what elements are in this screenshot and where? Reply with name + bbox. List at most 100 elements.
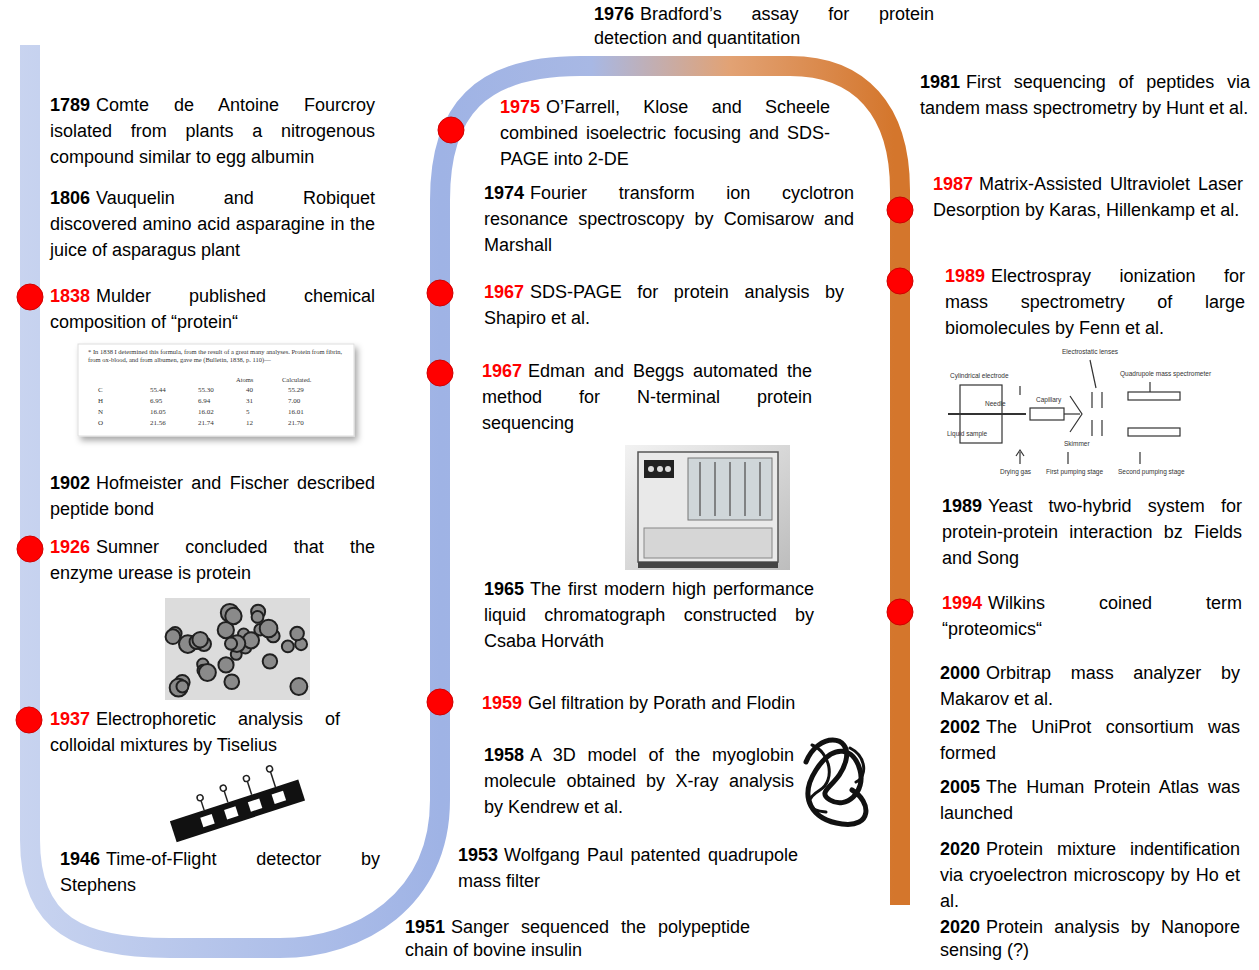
timeline-entry: 2000Orbitrap mass analyzer by Makarov et… [940,660,1240,712]
year-label: 2020 [940,839,980,859]
timeline-entry: 1967Edman and Beggs automated the method… [482,358,812,436]
year-label: 1965 [484,579,524,599]
timeline-entry: 1965The first modern high performance li… [484,576,814,654]
timeline-entry: 1951Sanger sequenced the polypeptide cha… [405,916,750,962]
cell-circle [225,638,237,650]
cell-circle [170,679,188,697]
part-label: Capillary [1036,396,1061,404]
event-text: Mulder published chemical composition of… [50,286,375,332]
event-text: A 3D model of the myoglobin molecule obt… [484,745,794,817]
part-label: Cylindrical electrode [950,372,1009,380]
milestone-dots [16,117,913,733]
event-text: Fourier transform ion cyclotron resonanc… [484,183,854,255]
table-text: 21.56 [150,419,166,427]
table-text: Atoms [236,376,253,384]
year-label: 2020 [940,917,980,937]
event-text: Matrix-Assisted Ultraviolet Laser Desorp… [933,174,1243,220]
timeline-entry: 1987Matrix-Assisted Ultraviolet Laser De… [933,171,1243,223]
year-label: 1838 [50,286,90,306]
timeline-band [30,45,900,948]
year-label: 1953 [458,845,498,865]
part-label: Drying gas [1000,468,1031,476]
table-text: 21.70 [288,419,304,427]
year-label: 1989 [942,496,982,516]
event-text: Electrospray ionization for mass spectro… [945,266,1245,338]
year-label: 1981 [920,72,960,92]
table-text: 6.94 [198,397,210,405]
table-text: 55.29 [288,386,304,394]
timeline-entry: 1967SDS-PAGE for protein analysis by Sha… [484,279,844,331]
event-text: Gel filtration by Porath and Flodin [528,693,795,713]
cell-circle [290,627,304,641]
year-label: 2000 [940,663,980,683]
table-text: N [98,408,103,416]
part-label: Needle [985,400,1006,408]
table-text: 16.02 [198,408,214,416]
year-label: 2005 [940,777,980,797]
tiselius-apparatus [163,759,305,843]
event-text: First sequencing of peptides via tandem … [920,72,1250,118]
timeline-entry: 2005The Human Protein Atlas was launched [940,774,1240,826]
year-label: 1959 [482,693,522,713]
cell-circle [192,632,207,647]
cell-circle [224,674,239,689]
myoglobin-model [806,740,866,824]
timeline-entry: 1838Mulder published chemical compositio… [50,283,375,335]
timeline-entry: 1958A 3D model of the myoglobin molecule… [484,742,794,820]
part-label: Second pumping stage [1118,468,1185,476]
part-label: First pumping stage [1046,468,1103,476]
table-text: * In 1838 I determined this formula, fro… [88,348,350,364]
timeline-entry: 1989Electrospray ionization for mass spe… [945,263,1245,341]
event-text: Bradford’s assay for protein detection a… [594,4,934,48]
cell-circle [166,629,181,644]
event-text: Protein analysis by Nanopore sensing (?) [940,917,1240,960]
event-text: Wilkins coined term “proteomics“ [942,593,1242,639]
table-text: 6.95 [150,397,162,405]
event-text: The first modern high performance liquid… [484,579,814,651]
event-text: Yeast two-hybrid system for protein-prot… [942,496,1242,568]
part-label: Skimmer [1064,440,1090,448]
table-text: 55.44 [150,386,166,394]
timeline-entry: 1806Vauquelin and Robiquet discovered am… [50,185,375,263]
urease-micrograph [165,598,310,700]
sequencer-photo [625,445,790,570]
timeline-entry: 2020Protein mixture indentification via … [940,836,1240,914]
cell-circle [260,620,278,638]
year-label: 1946 [60,849,100,869]
cell-circle [290,678,307,695]
cell-circle [263,654,277,668]
year-label: 1789 [50,95,90,115]
timeline-entry: 1959 Gel filtration by Porath and Flodin [482,690,872,716]
event-text: Orbitrap mass analyzer by Makarov et al. [940,663,1240,709]
year-label: 1987 [933,174,973,194]
table-text: 16.01 [288,408,304,416]
year-label: 1967 [484,282,524,302]
event-text: Protein mixture indentification via cryo… [940,839,1240,911]
event-text: Vauquelin and Robiquet discovered amino … [50,188,375,260]
table-text: 55.30 [198,386,214,394]
part-label: Electrostatic lenses [1062,348,1118,356]
part-label: Liquid sample [947,430,987,438]
timeline-entry: 1953Wolfgang Paul patented quadrupole ma… [458,842,798,894]
timeline-entry: 2002The UniProt consortium was formed [940,714,1240,766]
table-text: 16.05 [150,408,166,416]
event-text: Wolfgang Paul patented quadrupole mass f… [458,845,798,891]
event-text: The UniProt consortium was formed [940,717,1240,763]
timeline-entry: 1976Bradford’s assay for protein detecti… [594,2,934,50]
table-text: 5 [246,408,250,416]
cell-circle [218,657,233,672]
table-text: 21.74 [198,419,214,427]
table-text: 12 [246,419,253,427]
timeline-entry: 1937Electrophoretic analysis of colloida… [50,706,340,758]
table-text: H [98,397,103,405]
table-text: 7.00 [288,397,300,405]
timeline-entry: 1975O’Farrell, Klose and Scheele combine… [500,94,830,172]
timeline-entry: 1981First sequencing of peptides via tan… [920,69,1250,121]
timeline-entry: 2020Protein analysis by Nanopore sensing… [940,916,1240,962]
timeline-entry: 1994Wilkins coined term “proteomics“ [942,590,1242,642]
table-text: O [98,419,103,427]
table-text: 31 [246,397,253,405]
year-label: 1976 [594,4,634,24]
timeline-entry: 1902Hofmeister and Fischer described pep… [50,470,375,522]
